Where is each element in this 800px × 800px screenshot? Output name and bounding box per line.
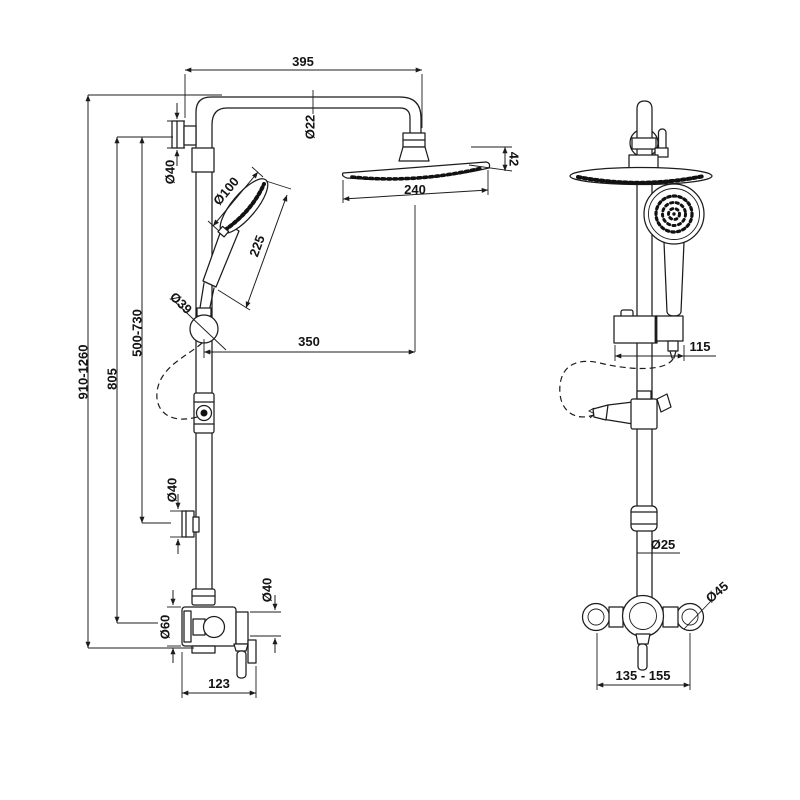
hand-shower-handle-front	[663, 241, 685, 317]
diverter-lever	[656, 393, 672, 413]
holder-ring	[202, 615, 226, 639]
dim-label-910-1260: 910-1260	[76, 345, 91, 400]
diverter	[592, 390, 672, 430]
dim-label-395: 395	[292, 54, 314, 69]
dim-label-40-top: Ø40	[163, 160, 178, 185]
hose-front	[559, 358, 674, 419]
dim-label-240: 240	[404, 182, 426, 197]
arm-flare	[398, 146, 430, 162]
riser-pipe-and-arm	[195, 96, 430, 591]
wall-bracket-bottom	[181, 510, 200, 538]
dim-label-805: 805	[105, 368, 120, 390]
coupling-nut	[191, 588, 216, 606]
dim-label-25: Ø25	[651, 537, 676, 552]
dim-diameter-22: Ø22	[303, 90, 321, 140]
front-view: 115 Ø25 Ø45 135 - 155	[559, 100, 731, 690]
dim-label-40-mixer: Ø40	[260, 578, 275, 603]
dim-label-42: 42	[507, 152, 522, 166]
dim-500-730: 500-730	[117, 136, 173, 524]
dim-395: 395	[184, 54, 423, 128]
nozzle-dots	[350, 166, 484, 181]
gooseneck	[628, 100, 669, 169]
mixer-front	[581, 594, 705, 671]
dim-diameter-25: Ø25	[637, 537, 680, 554]
dim-115: 115	[614, 339, 716, 361]
hand-shower-button	[217, 225, 230, 238]
slider-side	[193, 392, 215, 434]
dim-350: 350	[203, 205, 416, 358]
dim-225: 225	[217, 180, 292, 311]
mixer-lever-front	[637, 643, 648, 671]
dim-diameter-40-mid: Ø40	[165, 478, 186, 554]
dim-805: 805	[105, 137, 158, 624]
head-mount	[628, 154, 659, 169]
dim-label-135-155: 135 - 155	[616, 668, 671, 683]
dim-label-60: Ø60	[158, 615, 173, 640]
dim-label-39: Ø39	[167, 289, 195, 317]
hand-shower-front	[643, 183, 705, 317]
pipe-coupling	[630, 505, 658, 532]
wall-connection	[247, 639, 257, 664]
diverter-body	[630, 398, 658, 430]
pivot-ball	[189, 307, 219, 344]
dim-label-115: 115	[690, 339, 711, 354]
dim-label-22: Ø22	[303, 115, 318, 140]
mixer-escutcheon	[621, 594, 665, 638]
dim-label-123: 123	[208, 676, 230, 691]
slider-front	[613, 309, 684, 359]
dim-label-350: 350	[298, 334, 320, 349]
rain-head-side	[341, 161, 491, 181]
dim-135-155: 135 - 155	[596, 633, 691, 690]
dim-42: 42	[468, 146, 522, 172]
mixer-side	[181, 588, 257, 679]
dim-910-1260: 910-1260	[76, 94, 222, 649]
dim-label-500-730: 500-730	[130, 309, 145, 357]
nozzle-dots-front	[576, 174, 706, 185]
wall-union-left	[581, 602, 611, 632]
dim-123: 123	[181, 652, 257, 698]
wall-bracket-top	[171, 120, 215, 173]
dim-diameter-40-mixer: Ø40	[250, 578, 281, 653]
slider-knob-center	[200, 409, 208, 417]
hose-outlet	[667, 340, 679, 352]
mixer-lever	[236, 650, 247, 679]
dim-diameter-40-top: Ø40	[163, 103, 185, 185]
wall-union-right	[675, 602, 705, 632]
dim-label-40-mid: Ø40	[165, 478, 180, 503]
dim-label-45: Ø45	[703, 578, 731, 605]
side-view: 395 Ø22 Ø40 Ø100 225	[76, 54, 522, 698]
dim-diameter-60: Ø60	[158, 590, 181, 663]
rain-head-front	[569, 166, 713, 186]
dim-240: 240	[342, 170, 489, 203]
dim-label-225: 225	[246, 233, 268, 259]
